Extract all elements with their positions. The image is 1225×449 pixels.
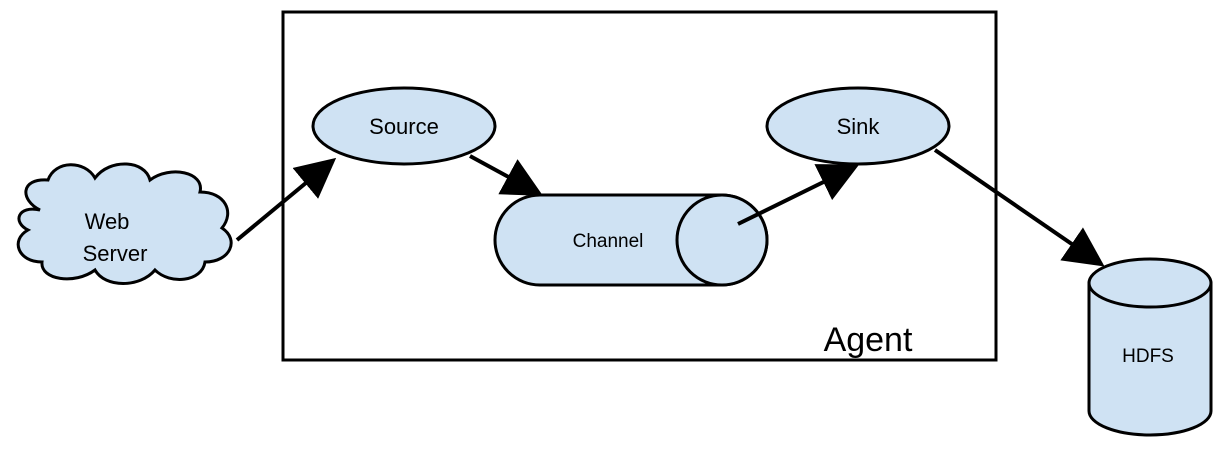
hdfs-node: HDFS	[1087, 257, 1213, 437]
arrow-channel-to-sink	[737, 164, 860, 226]
source-ellipse	[311, 86, 497, 166]
arrow-webserver-to-source	[235, 157, 337, 242]
agent-label: Agent	[824, 321, 913, 359]
sink-ellipse	[765, 86, 951, 166]
sink-label: Sink	[837, 114, 881, 139]
hdfs-label: HDFS	[1122, 346, 1174, 367]
source-label: Source	[369, 114, 439, 139]
web-server-label-line1: Web	[85, 209, 130, 234]
channel-cylinder-cap	[675, 193, 769, 287]
channel-node: Channel	[493, 193, 769, 287]
channel-label: Channel	[573, 231, 644, 252]
web-server-node: Web Server	[16, 162, 233, 285]
source-node: Source	[311, 86, 497, 166]
cloud-icon	[16, 162, 233, 285]
arrow-sink-to-hdfs	[933, 148, 1105, 267]
arrow-source-to-channel	[469, 154, 544, 196]
web-server-label-line2: Server	[83, 241, 148, 266]
agent-box	[281, 10, 998, 362]
hdfs-cylinder-body	[1087, 281, 1213, 437]
hdfs-cylinder-top	[1087, 257, 1213, 309]
sink-node: Sink	[765, 86, 951, 166]
